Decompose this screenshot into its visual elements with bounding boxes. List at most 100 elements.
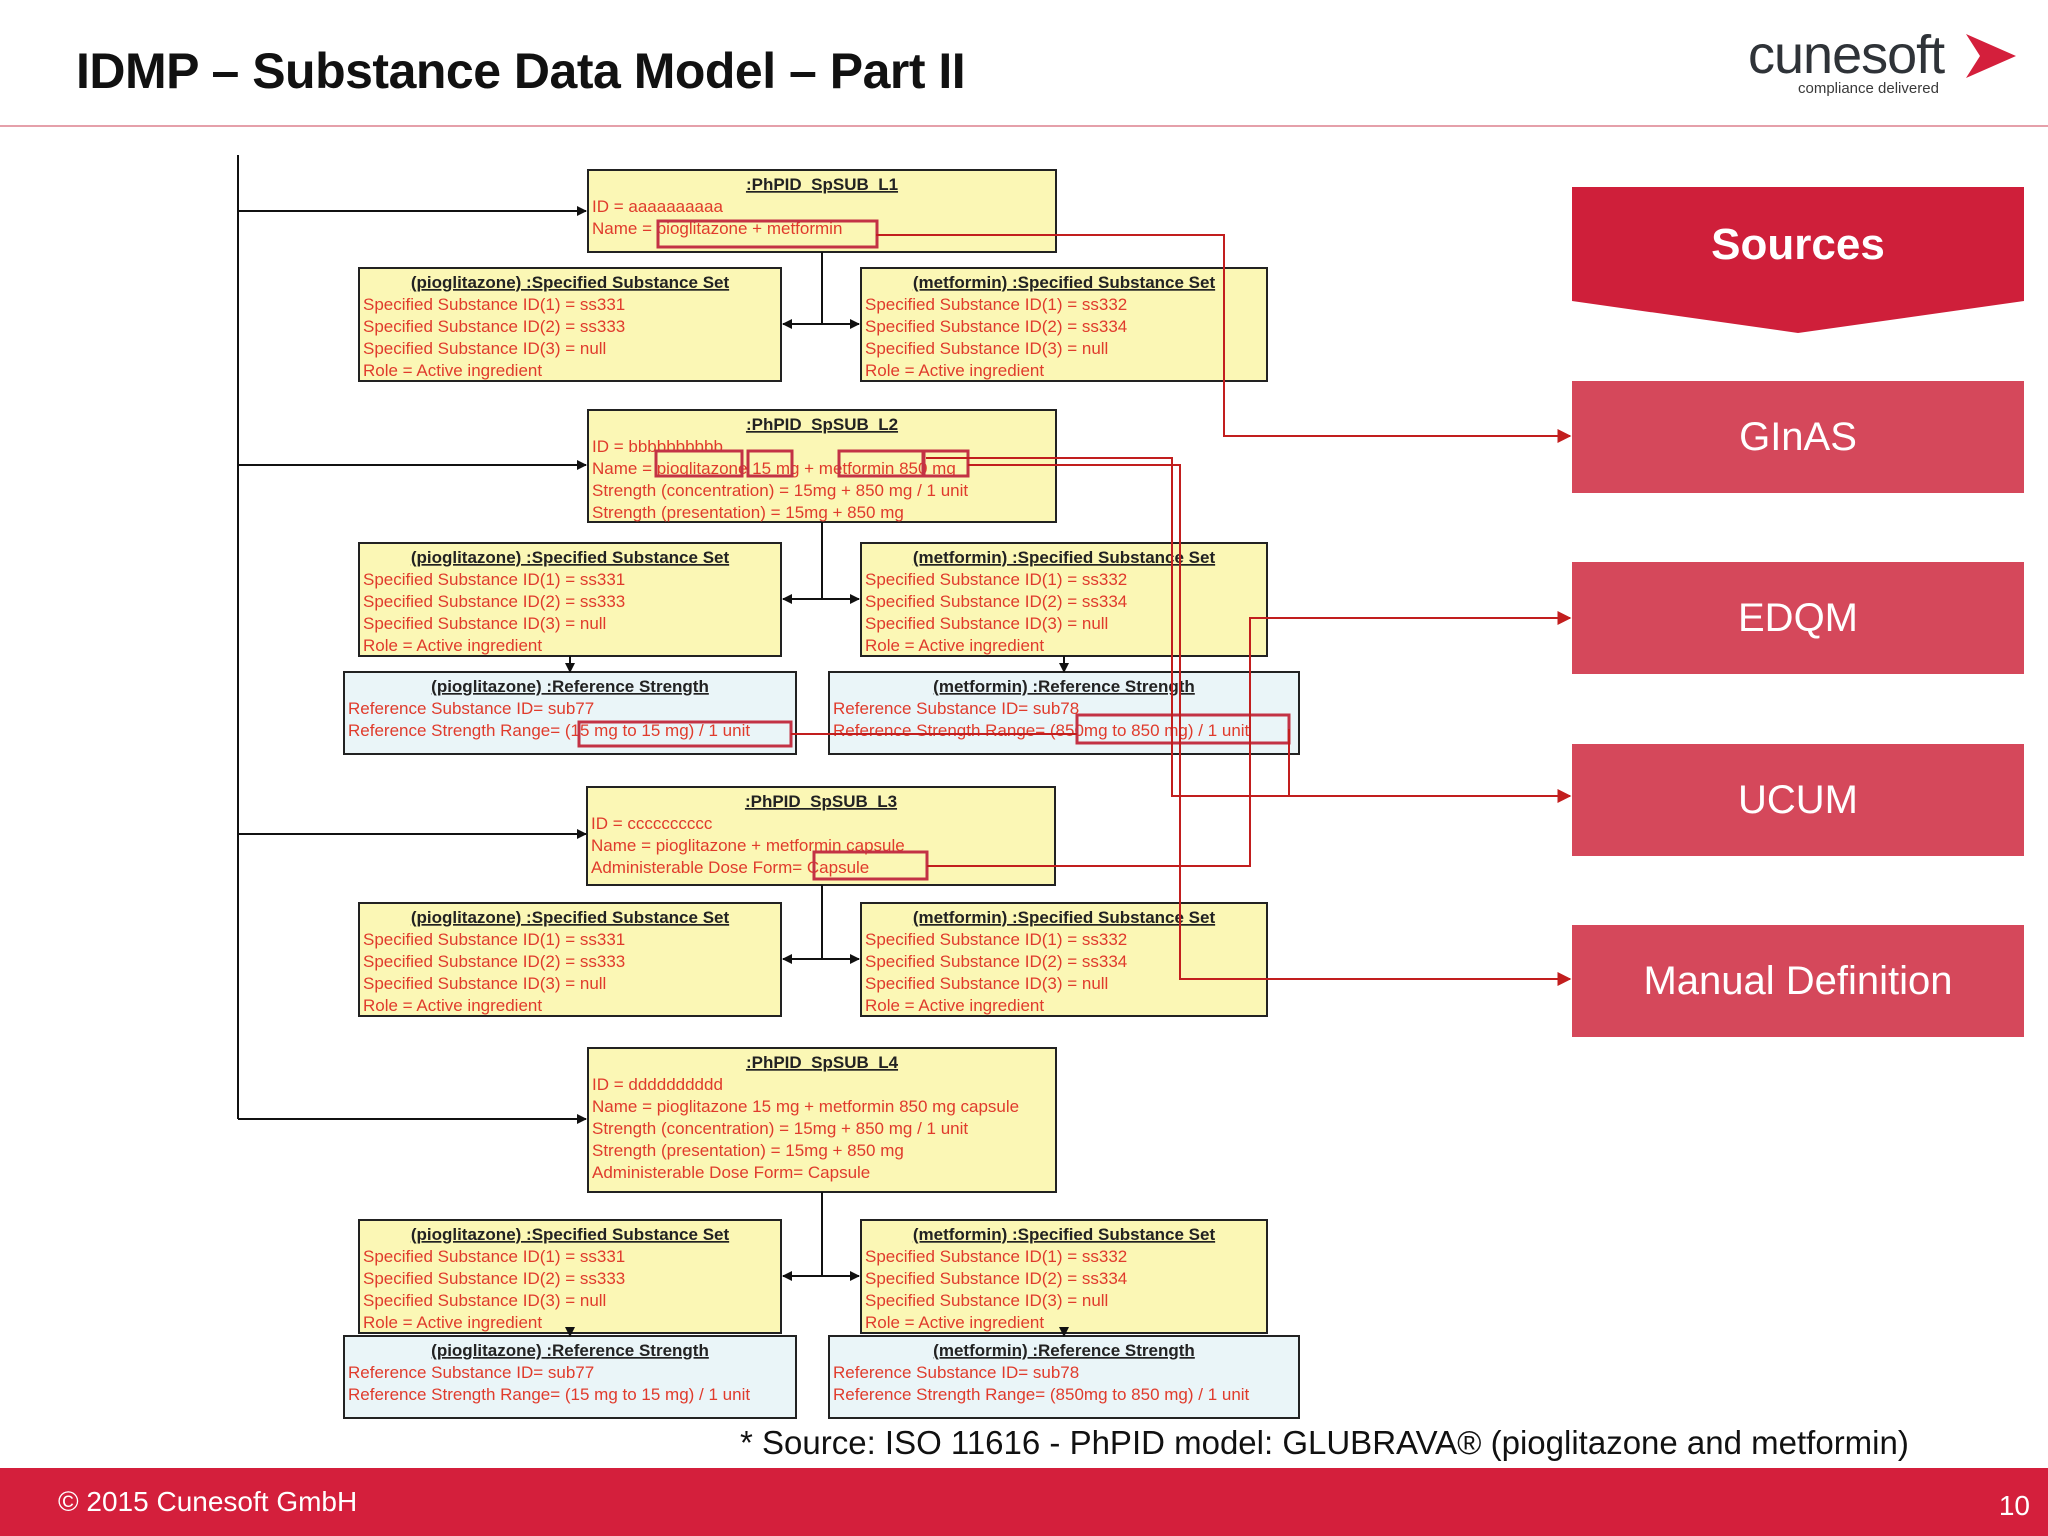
footer-bar: © 2015 Cunesoft GmbH 10 [0,1468,2048,1536]
phpid-box-l4-line: Administerable Dose Form= Capsule [592,1163,870,1182]
substance-set-left-l1-title: (pioglitazone) :Specified Substance Set [411,273,730,292]
phpid-box-l3-line: ID = cccccccccc [591,814,713,833]
ref-strength-right-2-title: (metformin) :Reference Strength [933,1341,1195,1360]
substance-set-left-l3-line: Role = Active ingredient [363,996,542,1015]
substance-set-left-l1-line: Specified Substance ID(3) = null [363,339,606,358]
phpid-box-l3-line: Administerable Dose Form= Capsule [591,858,869,877]
substance-set-right-l4-line: Specified Substance ID(3) = null [865,1291,1108,1310]
title-divider [0,125,2048,127]
substance-set-left-l2-title: (pioglitazone) :Specified Substance Set [411,548,730,567]
ref-strength-right-1-line: Reference Substance ID= sub78 [833,699,1079,718]
substance-set-left-l2-line: Specified Substance ID(3) = null [363,614,606,633]
substance-set-left-l2-line: Role = Active ingredient [363,636,542,655]
substance-set-right-l3: (metformin) :Specified Substance SetSpec… [860,902,1268,1017]
substance-set-right-l1-line: Specified Substance ID(1) = ss332 [865,295,1127,314]
substance-set-right-l4: (metformin) :Specified Substance SetSpec… [860,1219,1268,1334]
substance-set-right-l1-line: Specified Substance ID(2) = ss334 [865,317,1127,336]
substance-set-left-l4-line: Specified Substance ID(1) = ss331 [363,1247,625,1266]
phpid-box-l2-line: Strength (concentration) = 15mg + 850 mg… [592,481,968,500]
phpid-box-l1-line: Name = pioglitazone + metformin [592,219,842,238]
substance-set-left-l2: (pioglitazone) :Specified Substance SetS… [358,542,782,657]
source-ginas: GInAS [1572,381,2024,493]
substance-set-right-l1-title: (metformin) :Specified Substance Set [913,273,1216,292]
ref-strength-left-2-line: Reference Substance ID= sub77 [348,1363,594,1382]
ref-strength-left-1-title: (pioglitazone) :Reference Strength [431,677,709,696]
phpid-box-l2-title: :PhPID_SpSUB_L2 [746,415,898,434]
source-manual-definition: Manual Definition [1572,925,2024,1037]
ref-strength-left-1-line: Reference Strength Range= (15 mg to 15 m… [348,721,750,740]
substance-set-right-l4-line: Specified Substance ID(1) = ss332 [865,1247,1127,1266]
phpid-box-l4-title: :PhPID_SpSUB_L4 [746,1053,899,1072]
logo-tagline: compliance delivered [1798,80,1939,97]
substance-set-right-l2-line: Specified Substance ID(1) = ss332 [865,570,1127,589]
substance-set-left-l3-line: Specified Substance ID(3) = null [363,974,606,993]
substance-set-right-l1-line: Role = Active ingredient [865,361,1044,380]
substance-set-left-l3: (pioglitazone) :Specified Substance SetS… [358,902,782,1017]
page-number: 10 [1998,1490,2030,1521]
ref-strength-right-2-line: Reference Strength Range= (850mg to 850 … [833,1385,1250,1404]
phpid-box-l4-line: ID = dddddddddd [592,1075,723,1094]
phpid-box-l4-line: Strength (presentation) = 15mg + 850 mg [592,1141,904,1160]
phpid-box-l1-line: ID = aaaaaaaaaa [592,197,723,216]
phpid-box-l2-line: Name = pioglitazone 15 mg + metformin 85… [592,459,956,478]
substance-set-right-l3-line: Specified Substance ID(3) = null [865,974,1108,993]
substance-set-left-l4-line: Role = Active ingredient [363,1313,542,1332]
ref-strength-right-1-title: (metformin) :Reference Strength [933,677,1195,696]
substance-set-left-l4-line: Specified Substance ID(3) = null [363,1291,606,1310]
company-logo: cunesoft compliance delivered [1748,25,2018,100]
substance-set-right-l2-line: Specified Substance ID(2) = ss334 [865,592,1127,611]
logo-arrow-icon [1966,34,2016,78]
substance-set-left-l1-line: Specified Substance ID(2) = ss333 [363,317,625,336]
substance-set-left-l3-line: Specified Substance ID(1) = ss331 [363,930,625,949]
phpid-box-l4-line: Strength (concentration) = 15mg + 850 mg… [592,1119,968,1138]
phpid-box-l1-title: :PhPID_SpSUB_L1 [746,175,898,194]
substance-set-right-l1: (metformin) :Specified Substance SetSpec… [860,267,1268,382]
substance-set-left-l2-line: Specified Substance ID(2) = ss333 [363,592,625,611]
sources-header-shape [1572,187,2024,333]
ref-strength-left-1: (pioglitazone) :Reference StrengthRefere… [343,671,797,755]
ref-strength-right-2-line: Reference Substance ID= sub78 [833,1363,1079,1382]
substance-set-left-l4-title: (pioglitazone) :Specified Substance Set [411,1225,730,1244]
footer-copyright: © 2015 Cunesoft GmbH [58,1486,358,1517]
source-edqm: EDQM [1572,562,2024,674]
phpid-box-l3-title: :PhPID_SpSUB_L3 [745,792,897,811]
substance-set-left-l3-title: (pioglitazone) :Specified Substance Set [411,908,730,927]
ref-strength-left-2-title: (pioglitazone) :Reference Strength [431,1341,709,1360]
substance-set-right-l2-line: Role = Active ingredient [865,636,1044,655]
phpid-box-l4-line: Name = pioglitazone 15 mg + metformin 85… [592,1097,1019,1116]
phpid-box-l2-line: Strength (presentation) = 15mg + 850 mg [592,503,904,522]
substance-set-left-l4: (pioglitazone) :Specified Substance SetS… [358,1219,782,1334]
sources-header: Sources [1711,220,1885,269]
substance-set-right-l2: (metformin) :Specified Substance SetSpec… [860,542,1268,657]
ref-strength-left-2: (pioglitazone) :Reference StrengthRefere… [343,1335,797,1419]
substance-set-right-l3-line: Specified Substance ID(2) = ss334 [865,952,1127,971]
substance-set-right-l1-line: Specified Substance ID(3) = null [865,339,1108,358]
ref-strength-right-2: (metformin) :Reference StrengthReference… [828,1335,1300,1419]
substance-set-left-l4-line: Specified Substance ID(2) = ss333 [363,1269,625,1288]
source-footnote: * Source: ISO 11616 - PhPID model: GLUBR… [740,1424,1909,1461]
logo-wordmark: cunesoft [1748,25,1945,85]
substance-set-right-l4-title: (metformin) :Specified Substance Set [913,1225,1216,1244]
substance-set-right-l3-line: Role = Active ingredient [865,996,1044,1015]
ref-strength-right-1-line: Reference Strength Range= (850mg to 850 … [833,721,1250,740]
substance-set-left-l1: (pioglitazone) :Specified Substance SetS… [358,267,782,382]
substance-set-right-l3-title: (metformin) :Specified Substance Set [913,908,1216,927]
substance-set-right-l4-line: Role = Active ingredient [865,1313,1044,1332]
phpid-box-l3-line: Name = pioglitazone + metformin capsule [591,836,905,855]
source-ucum: UCUM [1572,744,2024,856]
substance-set-left-l3-line: Specified Substance ID(2) = ss333 [363,952,625,971]
substance-set-left-l2-line: Specified Substance ID(1) = ss331 [363,570,625,589]
ref-strength-left-1-line: Reference Substance ID= sub77 [348,699,594,718]
substance-set-right-l4-line: Specified Substance ID(2) = ss334 [865,1269,1127,1288]
substance-set-right-l2-line: Specified Substance ID(3) = null [865,614,1108,633]
substance-set-right-l3-line: Specified Substance ID(1) = ss332 [865,930,1127,949]
ref-strength-left-2-line: Reference Strength Range= (15 mg to 15 m… [348,1385,750,1404]
substance-set-right-l2-title: (metformin) :Specified Substance Set [913,548,1216,567]
slide-title: IDMP – Substance Data Model – Part II [76,43,966,99]
substance-set-left-l1-line: Specified Substance ID(1) = ss331 [363,295,625,314]
